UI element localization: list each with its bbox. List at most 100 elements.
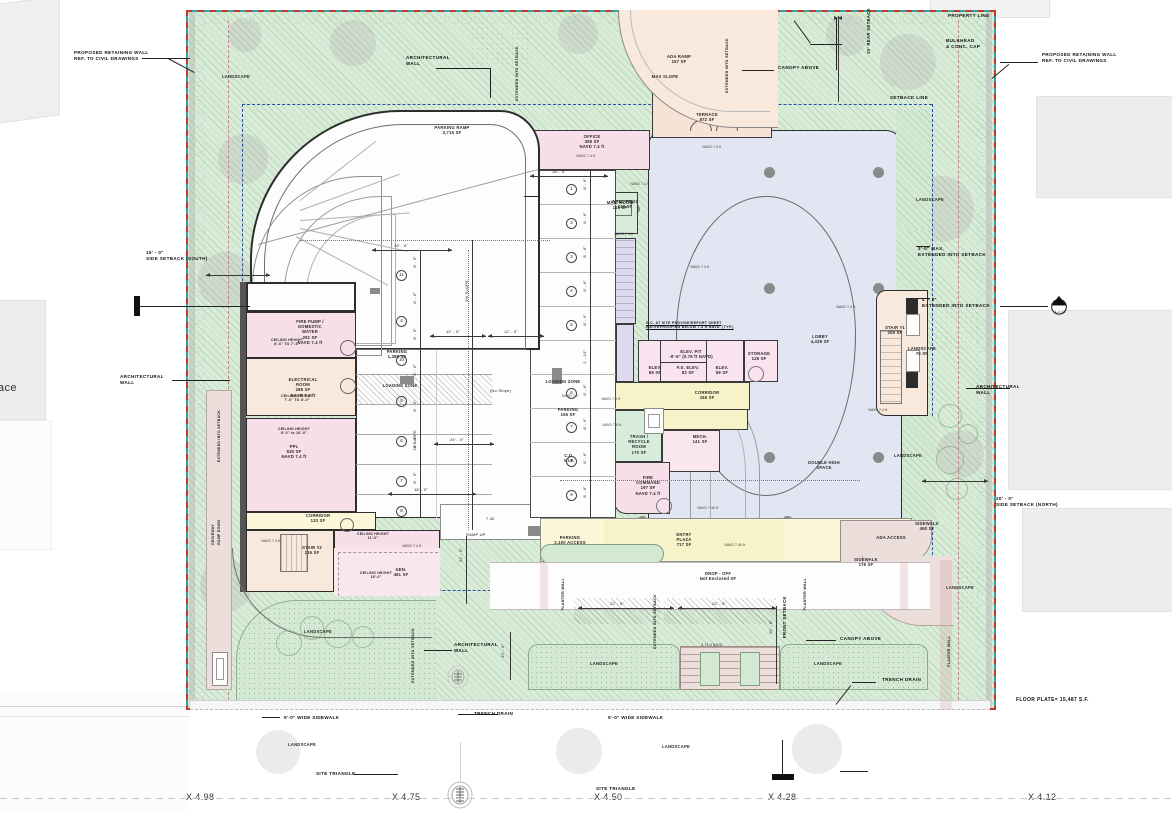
west-drive-strip [206, 390, 232, 690]
planter-wall-band-far-right [940, 560, 952, 710]
stall-line [356, 464, 492, 465]
ne-landscape [896, 110, 932, 230]
electrical-room [246, 358, 356, 416]
context-building-left-top [0, 0, 60, 125]
tree [958, 424, 978, 444]
landscape-label: LANDSCAPE [945, 585, 975, 590]
parking-stall-number: 8 [566, 456, 577, 467]
parking-stall-number: 3 [566, 252, 577, 263]
room-label: CORRIDOR 348 SF [694, 390, 720, 401]
tree [300, 616, 324, 640]
west-gate-inner [216, 658, 224, 680]
room-label: F.S. ELEV. 83 SF [676, 365, 700, 376]
stair-1-door-jamb-top [906, 298, 918, 314]
note-trench-drain-left: TRENCH DRAIN [474, 711, 514, 716]
datum-line-mid [0, 706, 186, 707]
parking-stall-number: 1 [566, 184, 577, 195]
note-rear-setback: 20' REAR SETBACK [866, 8, 871, 54]
drop-off-hatch-left [574, 598, 660, 624]
shrub-mass [880, 34, 936, 90]
note-arch-wall-left-1: ARCHITECTURAL WALL [120, 374, 164, 385]
parking-stall-number: 5 [396, 396, 407, 407]
dim-stall-depth-3 [372, 248, 452, 252]
elev-pit-divider [660, 362, 706, 363]
dim-west-22-text: 22' - 0" [458, 548, 463, 563]
dim-slope-arrow [472, 240, 473, 530]
reference-line-v1 [468, 250, 469, 530]
note-property-line: PROPERTY LINE [948, 13, 990, 18]
leader-arch-wall-2 [966, 388, 1010, 389]
dim-plaza-22a-text: 22' - 0" [610, 601, 625, 606]
parking-stall-number: 9 [566, 490, 577, 501]
room-label: WALL POOL 118 SF [611, 199, 639, 210]
drop-off-band [490, 562, 930, 610]
leader-trench-drain-right [852, 682, 876, 683]
parking-stall-number: 8 [396, 506, 407, 517]
section-marker-leader [1000, 306, 1048, 307]
dim-stall-depth [530, 174, 608, 178]
room-label: SIDEWALK 450 SF [915, 521, 939, 532]
shrub-row-east [976, 14, 990, 706]
note-extended-into-setback-4: EXTENDED INTO SETBACK [411, 628, 415, 683]
shaft-vertical [616, 324, 634, 382]
mech-room [662, 430, 720, 472]
dim-stall-depth-3-text: 18' - 0" [394, 243, 409, 248]
shrub-mass [228, 18, 262, 52]
context-fragment-label: ace [0, 382, 17, 394]
pointer-bar-left [134, 296, 140, 316]
setback-line-north[interactable] [242, 104, 932, 105]
dim-left-chain-5: 8' - 6" [412, 400, 417, 412]
room-label: STAIR #1 206 SF [885, 325, 905, 336]
column [764, 167, 775, 178]
note-extended-setback-max: 3'-0" MAX. EXTENDED INTO SETBACK [918, 246, 987, 257]
context-building-right-low [1022, 508, 1172, 612]
parking-stall-number: 5 [566, 320, 577, 331]
elevation-tag: 4.74 ft NAVD [701, 643, 723, 647]
note-retaining-wall-right: PROPOSED RETAINING WALL REF. TO CIVIL DR… [1042, 52, 1117, 63]
room-label: GEN. 461 SF [393, 567, 409, 578]
elevation-tag: NAVD 7.4 ft [836, 305, 856, 309]
room-label: LOBBY 4,428 SF [810, 334, 830, 345]
dim-front-setback-29-text: 29' - 0" [768, 620, 773, 635]
note-site-triangle-2: SITE TRIANGLE [596, 786, 636, 791]
reference-line-h1 [560, 480, 860, 481]
fire-command-door-swing [656, 498, 672, 514]
note-extended-into-setback-2: EXTENDED INTO SETBACK [725, 38, 729, 93]
stair-1-treads [880, 330, 902, 404]
bay-line [530, 306, 616, 307]
leader-canopy-top [742, 70, 774, 71]
context-building-left-low [0, 420, 52, 550]
ceiling-height-note: CEILING HEIGHT 18'-0" [359, 571, 393, 580]
reference-line-h2 [300, 240, 550, 241]
elevation-tag: NAVD 7.4 ft [702, 145, 722, 149]
dim-drive-aisle-a-text: 12' - 0" [446, 329, 461, 334]
property-line-east[interactable] [994, 10, 996, 710]
bay-line [530, 374, 616, 375]
property-line-north[interactable] [186, 10, 996, 12]
stall-line [356, 434, 492, 435]
leader-trench-drain-left [458, 714, 498, 715]
entry-steps [680, 646, 780, 690]
room-label: MAX SLOPE [651, 74, 679, 79]
shrub-mass [218, 134, 268, 184]
tick-extended-1 [524, 196, 538, 197]
door-swing-fire-pump [340, 340, 356, 356]
parking-stall-number: 7 [396, 476, 407, 487]
room-label: DOUBLE HIGH SPACE [808, 460, 840, 471]
tree [324, 620, 352, 648]
room-label: CORRIDOR 133 SF [305, 513, 331, 524]
parking-stall-number: 10 [396, 355, 407, 366]
lower-landscape-left [528, 644, 680, 690]
elevation-tag: NAVD 7.4 ft [868, 408, 888, 412]
dim-stall-w-1-10: 1' - 10" [582, 350, 587, 365]
property-line-west[interactable] [186, 10, 188, 710]
dim-drive-aisle-b [488, 334, 544, 338]
dim-left-chain-1: 8' - 6" [412, 256, 417, 268]
stall-line [356, 404, 492, 405]
section-marker[interactable] [1048, 294, 1070, 316]
dim-stall-w: 8' - 6" [582, 280, 587, 292]
room-label: LOADING ZONE [545, 379, 581, 384]
setback-line-east[interactable] [932, 104, 933, 590]
leader-site-triangle-1 [354, 774, 398, 775]
axis-label: X 4.50 [594, 792, 623, 802]
